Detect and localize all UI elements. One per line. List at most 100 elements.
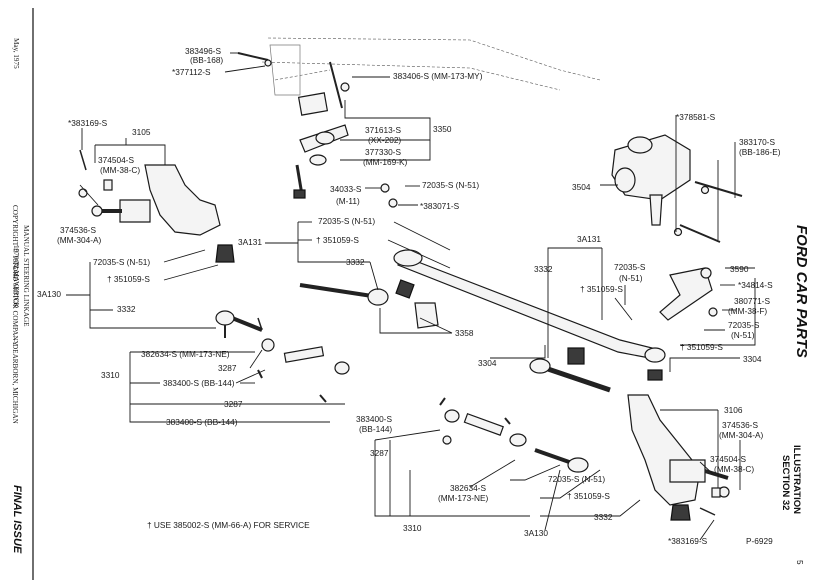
left-sidebar: May, 1975 COPYRIGHT © 1975 — FORD MOTOR … <box>11 38 30 554</box>
bolt-icon <box>329 61 350 109</box>
callout-label: *377112-S <box>172 67 211 77</box>
callout-label: 374504-S <box>98 155 134 165</box>
callout-label: 3310 <box>403 523 422 533</box>
callout-label: (MM-38-C) <box>714 464 754 474</box>
adjusting-sleeve-left <box>257 338 350 403</box>
callout-label: *383169-S <box>668 536 708 546</box>
callout-label: 374536-S <box>60 225 96 235</box>
callout-label: 3304 <box>743 354 762 364</box>
callout-label: † 351059-S <box>107 274 150 284</box>
callout-label: (M-11) <box>336 196 360 206</box>
callout-label: (MM-304-A) <box>719 430 763 440</box>
page-number: 5 <box>795 560 805 565</box>
callout-label: 377330-S <box>365 147 401 157</box>
callout-label: (MM-173-NE) <box>438 493 488 503</box>
callout-label: (MM-38-C) <box>100 165 140 175</box>
tie-rod-end-left <box>215 310 263 338</box>
callout-labels: 383496-S (BB-168) *377112-S 383406-S (MM… <box>37 46 781 546</box>
idler-arm-3358 <box>414 302 439 329</box>
bolt-icon <box>237 52 272 67</box>
callout-label: *383071-S <box>420 201 460 211</box>
callout-label: 3A130 <box>37 289 61 299</box>
callout-label: (N-51) <box>619 273 643 283</box>
adjusting-sleeve-right <box>439 397 527 447</box>
center-link-3304 <box>393 249 666 381</box>
callout-label: 3106 <box>724 405 743 415</box>
callout-label: (BB-144) <box>359 424 392 434</box>
callout-label: 3105 <box>132 127 151 137</box>
callout-label: 72035-S (N-51) <box>318 216 375 226</box>
left-spindle-3105 <box>78 149 221 236</box>
leader-lines <box>66 52 756 541</box>
figure-number: P-6929 <box>746 536 773 546</box>
callout-label: 3332 <box>117 304 136 314</box>
callout-label: 3A131 <box>238 237 262 247</box>
tie-rod-right <box>529 347 611 393</box>
section-label: SECTION 32 <box>780 455 791 510</box>
tie-rod-end-right <box>534 448 589 473</box>
callout-label: 380771-S <box>734 296 770 306</box>
callout-label: 3332 <box>534 264 553 274</box>
company-location: — DEARBORN, MICHIGAN <box>11 334 19 425</box>
callout-label: † 351059-S <box>580 284 623 294</box>
right-spindle-3106 <box>627 394 730 521</box>
callout-label: 3590 <box>730 264 749 274</box>
callout-label: 3A131 <box>577 234 601 244</box>
tie-rod-left <box>299 279 415 306</box>
callout-label: 383400-S (BB-144) <box>166 417 238 427</box>
callout-label: 72035-S (N-51) <box>422 180 479 190</box>
callout-label: 3287 <box>370 448 389 458</box>
steering-gear-3504 <box>611 134 743 243</box>
callout-label: (MM-169-K) <box>363 157 407 167</box>
callout-label: 374536-S <box>722 420 758 430</box>
callout-label: 382634-S (MM-173-NE) <box>141 349 230 359</box>
pitman-arm-3590 <box>659 267 718 321</box>
callout-label: 3358 <box>455 328 474 338</box>
nut-icon <box>380 183 390 193</box>
callout-label: (XX-202) <box>368 135 401 145</box>
final-issue-label: FINAL ISSUE <box>11 485 23 554</box>
callout-label: 34033-S <box>330 184 362 194</box>
callout-label: 72035-S <box>728 320 760 330</box>
callout-label: 72035-S <box>614 262 646 272</box>
callout-label: 371613-S <box>365 125 401 135</box>
illustration-title-line1: MANUAL STEERING LINKAGE <box>22 225 30 327</box>
callout-label: (MM-38-F) <box>728 306 767 316</box>
callout-label: 3310 <box>101 370 120 380</box>
callout-label: 3A130 <box>524 528 548 538</box>
callout-label: 383496-S <box>185 46 221 56</box>
callout-label: 383400-S <box>356 414 392 424</box>
callout-label: 3332 <box>346 257 365 267</box>
illustration-title-line2: 1970/72 MAVERICK <box>12 245 20 309</box>
callout-label: † 351059-S <box>680 342 723 352</box>
callout-label: 383406-S (MM-173-MY) <box>393 71 483 81</box>
service-footnote: † USE 385002-S (MM-66-A) FOR SERVICE <box>147 520 310 530</box>
callout-label: (BB-168) <box>190 55 223 65</box>
idler-arm-bracket-3350 <box>293 92 349 199</box>
callout-label: *34814-S <box>738 280 773 290</box>
callout-label: † 351059-S <box>316 235 359 245</box>
callout-label: (N-51) <box>731 330 755 340</box>
nut-icon <box>388 198 398 208</box>
copyright-text: COPYRIGHT © 1975 — <box>11 205 19 279</box>
callout-label: 382634-S <box>450 483 486 493</box>
callout-label: 383170-S <box>739 137 775 147</box>
callout-label: 72035-S (N-51) <box>548 474 605 484</box>
callout-label: (BB-186-E) <box>739 147 781 157</box>
callout-label: 3304 <box>478 358 497 368</box>
parts-drawings <box>78 52 743 521</box>
callout-label: 374504-S <box>710 454 746 464</box>
callout-label: (MM-304-A) <box>57 235 101 245</box>
callout-label: 3504 <box>572 182 591 192</box>
right-sidebar: FORD CAR PARTS ILLUSTRATION SECTION 32 5 <box>780 225 810 565</box>
callout-label: 3287 <box>224 399 243 409</box>
ford-car-parts-heading: FORD CAR PARTS <box>793 225 810 358</box>
callout-label: † 351059-S <box>567 491 610 501</box>
dust-boot <box>215 244 235 263</box>
callout-label: 383400-S (BB-144) <box>163 378 235 388</box>
callout-label: 3332 <box>594 512 613 522</box>
callout-label: 72035-S (N-51) <box>93 257 150 267</box>
issue-date: May, 1975 <box>12 38 20 69</box>
illustration-label: ILLUSTRATION <box>791 445 802 514</box>
